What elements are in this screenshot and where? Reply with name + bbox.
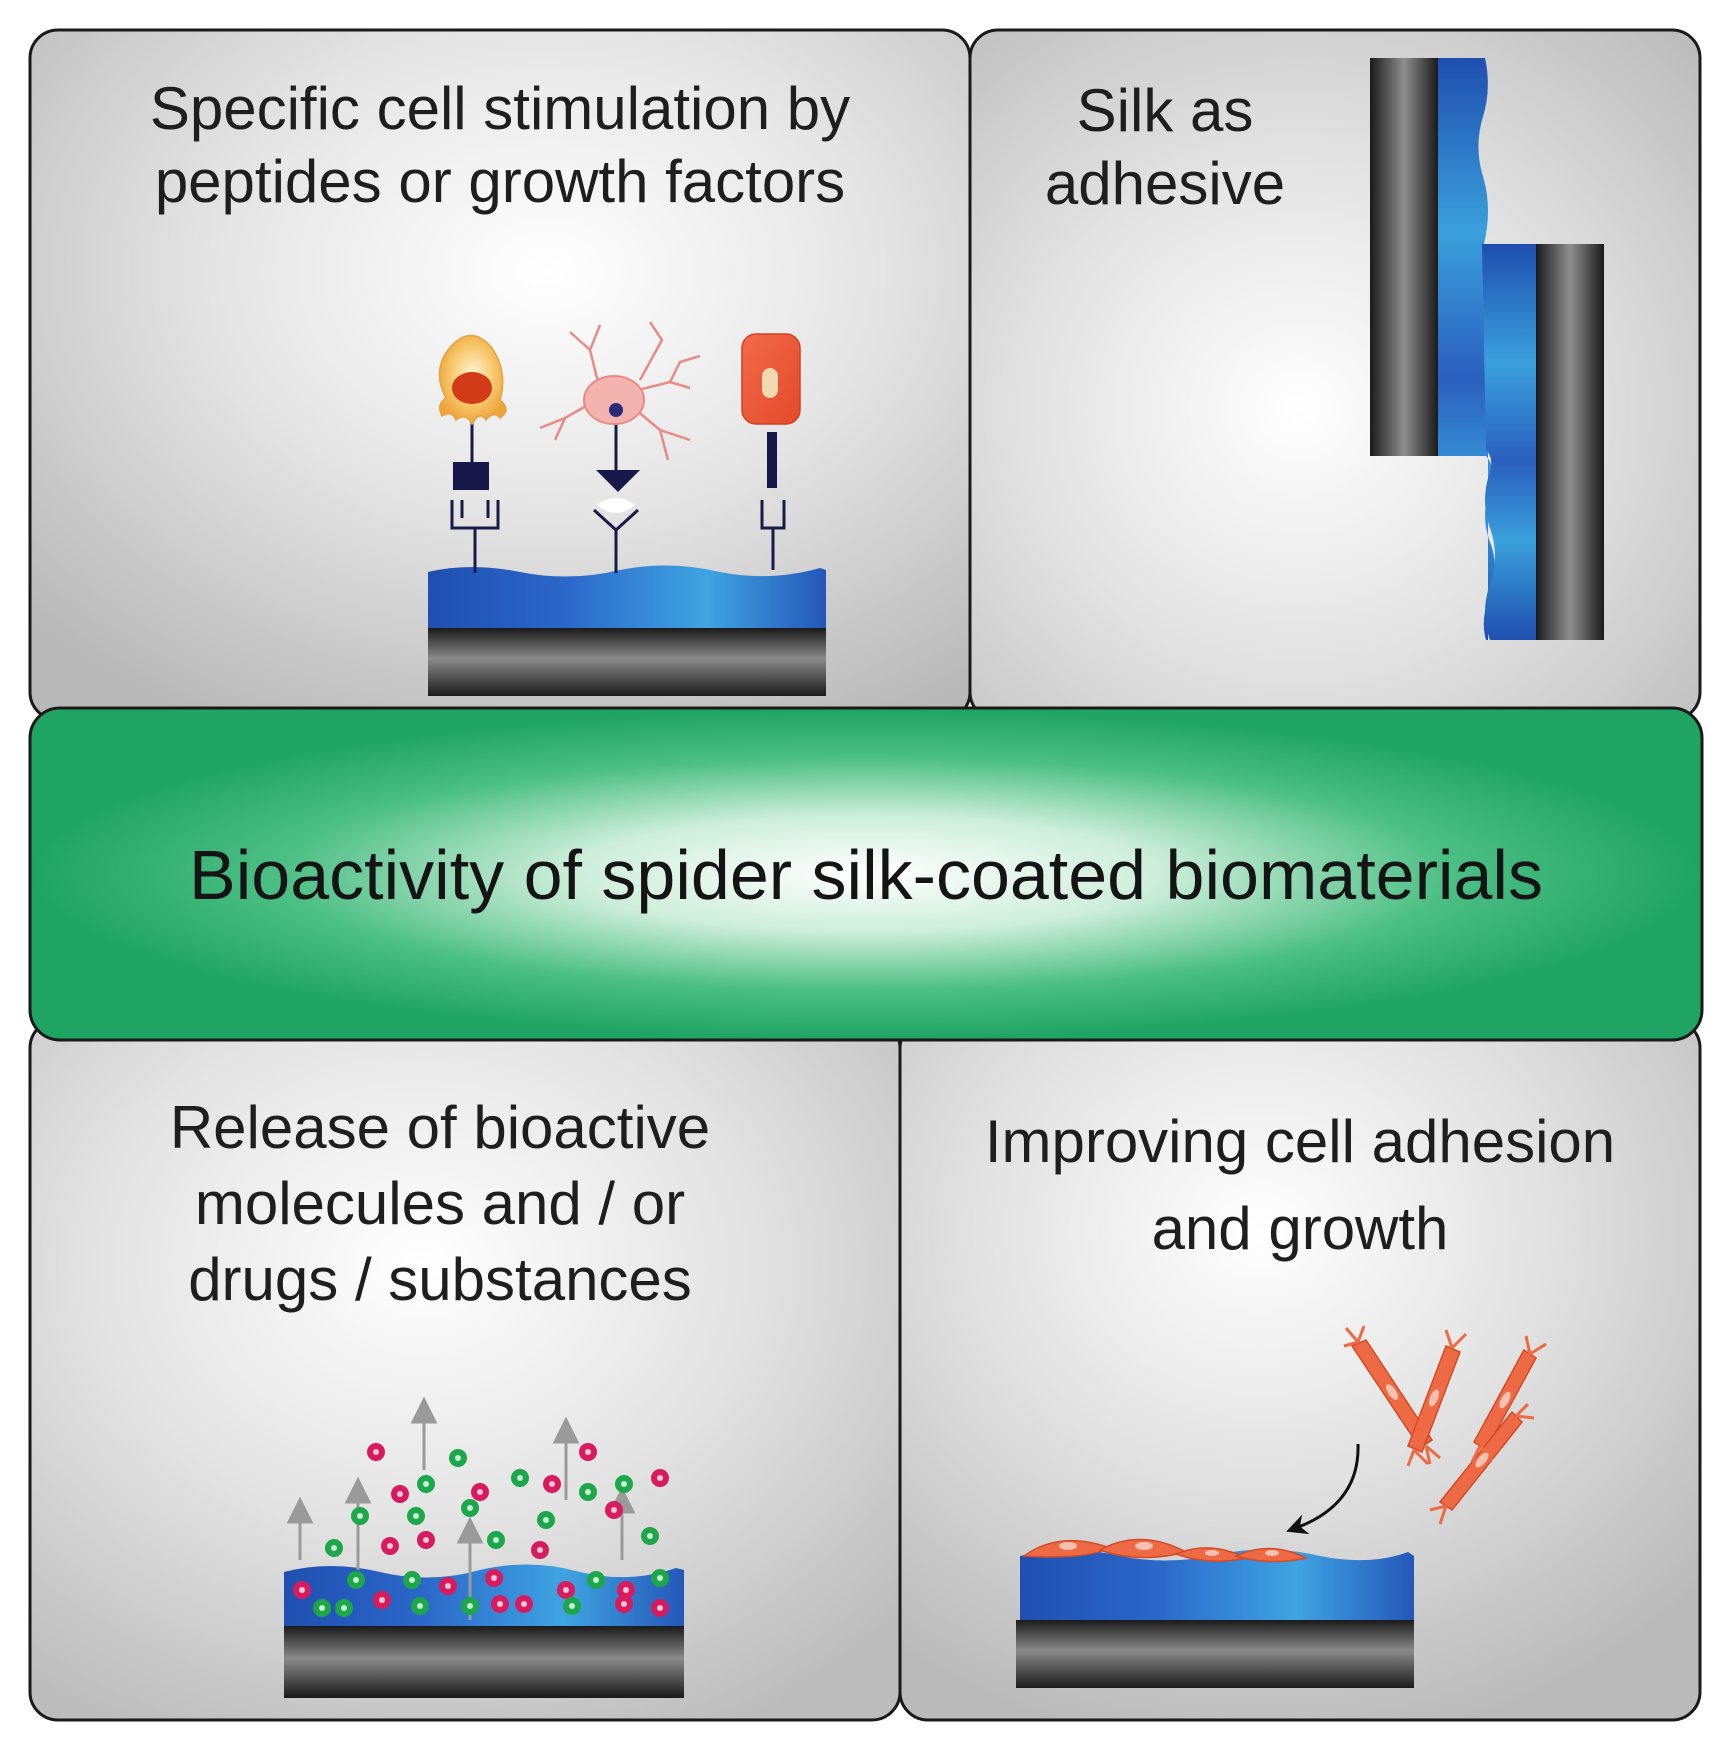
title-line: Specific cell stimulation by xyxy=(149,75,851,142)
triangle-ligand xyxy=(596,470,640,492)
title-line: molecules and / or xyxy=(194,1170,686,1238)
square-ligand xyxy=(453,462,489,490)
silk-coating-layer xyxy=(284,1564,684,1626)
neuron-cell-body xyxy=(583,375,645,425)
receptor-cup-1 xyxy=(450,500,500,530)
substrate-bar xyxy=(1016,1620,1414,1688)
substrate-bar xyxy=(284,1626,684,1698)
panel-title-cell-adhesion: Improving cell adhesion and growth xyxy=(910,1098,1690,1272)
release-illustration xyxy=(284,1396,684,1698)
title-line: drugs / substances xyxy=(188,1246,692,1314)
panel-title-adhesive: Silk as adhesive xyxy=(985,74,1345,220)
center-banner xyxy=(28,706,1704,1042)
silk-coating-layer xyxy=(428,565,826,628)
adhesive-illustration xyxy=(1370,58,1604,640)
rod-ligand xyxy=(767,432,777,488)
yellow-cell-nucleus xyxy=(452,372,492,404)
center-banner-title: Bioactivity of spider silk-coated biomat… xyxy=(189,836,1543,914)
substrate-left-bar xyxy=(1370,58,1438,456)
bioactive-molecules xyxy=(293,1443,669,1617)
title-line: Improving cell adhesion xyxy=(984,1108,1616,1175)
receptor-cup-2 xyxy=(592,508,640,533)
curved-arrow xyxy=(1286,1443,1360,1535)
title-line: adhesive xyxy=(1044,150,1286,218)
silk-adhesive-layer xyxy=(1438,58,1495,640)
cell-stimulation-illustration xyxy=(428,321,826,696)
title-line: Release of bioactive xyxy=(169,1094,711,1161)
title-line: and growth xyxy=(1151,1195,1449,1262)
panel-title-cell-stimulation: Specific cell stimulation by peptides or… xyxy=(60,72,940,218)
cell-adhesion-illustration xyxy=(1016,1325,1547,1688)
red-cell-nucleus xyxy=(762,368,778,398)
release-arrows xyxy=(286,1396,636,1620)
floating-cell-processes xyxy=(1343,1325,1547,1525)
substrate-bar xyxy=(428,628,826,696)
substrate-right-bar xyxy=(1536,244,1604,640)
title-line: Silk as xyxy=(1076,77,1254,144)
panel-title-release: Release of bioactive molecules and / or … xyxy=(60,1090,820,1319)
title-line: peptides or growth factors xyxy=(154,148,846,216)
neuron-cell-nucleus xyxy=(609,403,623,417)
receptor-cup-3 xyxy=(760,500,786,530)
silk-coating-layer xyxy=(1020,1549,1414,1620)
